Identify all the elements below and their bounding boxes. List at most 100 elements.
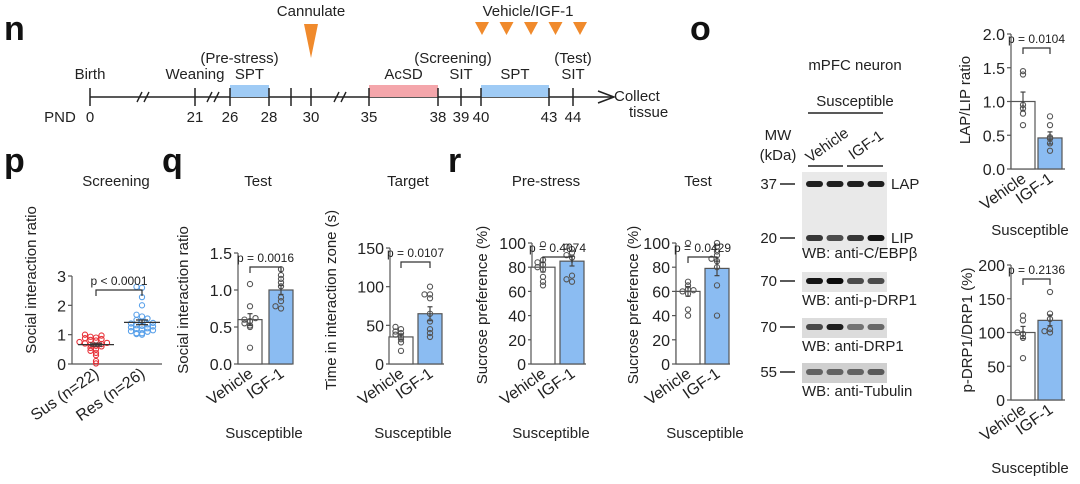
lane-label-igf1: IGF-1 xyxy=(846,127,887,163)
mw-unit-label: (kDa) xyxy=(760,147,797,164)
group-label: Susceptible xyxy=(512,425,590,442)
y-tick-label: 0 xyxy=(517,357,526,374)
data-point xyxy=(1019,312,1027,319)
y-tick-label: 1.0 xyxy=(983,95,1005,112)
blot-band xyxy=(826,369,844,375)
data-point xyxy=(684,312,692,319)
timeline-event-label: SIT xyxy=(561,66,584,83)
blot-membrane xyxy=(802,363,887,383)
data-point xyxy=(81,340,89,347)
data-point xyxy=(539,273,547,281)
blot-band xyxy=(847,369,864,375)
data-point xyxy=(133,330,140,337)
timeline-day-label: 26 xyxy=(222,109,239,126)
data-point xyxy=(1046,113,1054,120)
data-point xyxy=(397,326,405,333)
chart-title: Test xyxy=(684,173,712,190)
blot-band xyxy=(826,278,844,284)
blot-band xyxy=(806,324,823,330)
y-tick-label: 3 xyxy=(57,269,66,286)
data-point xyxy=(246,280,254,288)
y-axis-label: Social interaction ratio xyxy=(175,226,192,374)
blot-membrane xyxy=(802,272,887,292)
data-point xyxy=(426,333,434,341)
data-point xyxy=(127,327,135,335)
cannulate-arrow-icon xyxy=(304,24,318,58)
bar-igf-1 xyxy=(704,267,730,365)
data-point xyxy=(92,349,100,357)
blot-band xyxy=(826,181,844,187)
timeline-day-label: 28 xyxy=(261,109,278,126)
data-point xyxy=(534,259,541,266)
chart-title: Pre-stress xyxy=(512,173,580,190)
data-point xyxy=(98,332,105,339)
treatment-arrow-icon xyxy=(573,22,587,35)
group-label: Susceptible xyxy=(991,460,1069,477)
y-tick-label: 0 xyxy=(57,357,66,374)
data-point xyxy=(92,346,100,353)
timeline-event-label: SIT xyxy=(449,66,472,83)
axis-break-icon xyxy=(206,91,220,103)
bar-vehicle xyxy=(1010,100,1036,170)
blot-band xyxy=(806,278,823,284)
data-point xyxy=(568,245,576,253)
data-point xyxy=(277,297,285,305)
data-point xyxy=(87,333,94,340)
blot-caption: WB: anti-C/EBPβ xyxy=(802,245,918,262)
y-tick-label: 2.0 xyxy=(983,27,1005,44)
data-point xyxy=(539,282,547,289)
y-tick-label: 1.0 xyxy=(210,283,232,300)
y-tick-label: 100 xyxy=(499,236,526,253)
lane-label-vehicle: Vehicle xyxy=(803,125,852,167)
significance-bracket xyxy=(687,256,718,263)
data-point xyxy=(392,328,399,335)
y-tick-label: 100 xyxy=(357,280,384,297)
y-tick-label: 1.5 xyxy=(983,61,1005,78)
panel-letter-q: q xyxy=(162,142,183,180)
y-tick-label: 80 xyxy=(652,260,670,277)
mw-label: MW xyxy=(765,127,792,144)
bar-vehicle xyxy=(675,290,701,365)
y-tick-label: 1.5 xyxy=(210,246,232,263)
p-value-label: p = 0.0429 xyxy=(674,241,731,255)
timeline-box-acsd xyxy=(369,85,438,97)
data-point xyxy=(684,239,692,247)
y-tick-label: 100 xyxy=(978,326,1005,343)
data-point xyxy=(87,336,94,344)
y-tick-label: 40 xyxy=(508,309,526,326)
y-tick-label: 0.5 xyxy=(983,128,1005,145)
bar-igf-1 xyxy=(559,260,585,365)
y-tick-label: 20 xyxy=(508,333,526,350)
bar-igf-1 xyxy=(268,289,294,365)
y-axis-label: LAP/LIP ratio xyxy=(957,56,974,144)
y-tick-label: 1 xyxy=(57,328,66,345)
data-point xyxy=(81,335,89,342)
data-point xyxy=(1046,147,1054,154)
data-point xyxy=(87,344,94,352)
data-point xyxy=(138,313,146,320)
category-label: IGF-1 xyxy=(244,365,287,402)
panel-letter-o: o xyxy=(690,10,711,48)
treatment-arrow-icon xyxy=(548,22,563,35)
bar-igf-1 xyxy=(1037,319,1063,401)
data-point xyxy=(713,239,721,247)
timeline-day-label: 40 xyxy=(473,109,490,126)
band-label: LIP xyxy=(891,230,914,247)
data-point xyxy=(1046,325,1054,333)
data-point xyxy=(426,329,434,337)
data-point xyxy=(713,282,721,289)
data-point xyxy=(426,326,434,333)
significance-bracket xyxy=(1022,47,1051,54)
data-point xyxy=(713,312,721,319)
bar-igf-1 xyxy=(417,313,443,365)
data-point xyxy=(272,303,279,310)
data-point xyxy=(133,325,140,332)
data-point xyxy=(392,331,399,338)
data-point xyxy=(426,291,434,298)
timeline-day-label: 21 xyxy=(187,109,204,126)
data-point xyxy=(713,243,721,250)
data-point xyxy=(98,335,105,343)
data-point xyxy=(277,275,285,283)
panel-letter-r: r xyxy=(448,142,461,180)
